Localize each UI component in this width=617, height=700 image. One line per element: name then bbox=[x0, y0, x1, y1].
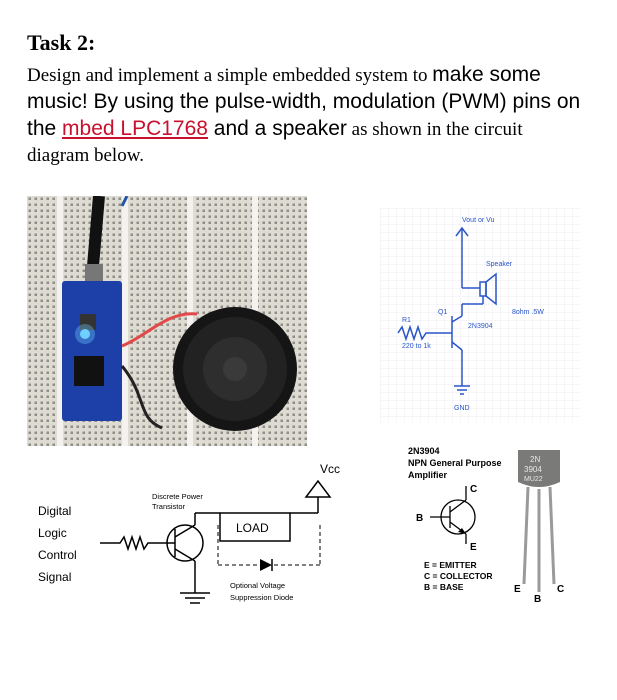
package-text-1: 2N bbox=[530, 455, 540, 464]
task-title: Task 2: bbox=[27, 30, 96, 55]
transistor-pinout: 2N3904 NPN General Purpose Amplifier C B… bbox=[408, 446, 564, 605]
task-description: Design and implement a simple embedded s… bbox=[27, 63, 581, 166]
rval-label: 220 to 1k bbox=[402, 343, 431, 350]
pin-c: C bbox=[470, 484, 477, 495]
ohm-label: 8ohm .5W bbox=[512, 309, 544, 316]
signal-label-3: Control bbox=[38, 548, 77, 562]
gnd-label: GND bbox=[454, 405, 470, 412]
r1-label: R1 bbox=[402, 317, 411, 324]
switch-schematic: Vcc Discrete Power Transistor LOAD Optio… bbox=[38, 462, 340, 604]
circuit-diagram: Vout or Vu Speaker Q1 R1 2N3904 8ohm .5W… bbox=[380, 208, 580, 423]
leg-c: C bbox=[557, 584, 564, 595]
leg-b: B bbox=[534, 594, 541, 605]
package-text-3: MU22 bbox=[524, 476, 543, 483]
signal-label-4: Signal bbox=[38, 570, 71, 584]
signal-label-2: Logic bbox=[38, 526, 67, 540]
vcc-label: Vcc bbox=[320, 462, 340, 476]
diode-label-1: Optional Voltage bbox=[230, 581, 285, 590]
q1-label: Q1 bbox=[438, 309, 447, 316]
pin-b: B bbox=[416, 513, 423, 524]
diode-label-2: Suppression Diode bbox=[230, 593, 293, 602]
vout-label: Vout or Vu bbox=[462, 217, 495, 224]
transistor-label-2: Transistor bbox=[152, 502, 186, 511]
breadboard-photo bbox=[27, 196, 307, 446]
pinout-title: 2N3904 bbox=[408, 446, 440, 456]
mbed-link[interactable]: mbed LPC1768 bbox=[62, 117, 208, 140]
package-text-2: 3904 bbox=[524, 465, 542, 474]
transistor-label-1: Discrete Power bbox=[152, 492, 203, 501]
pinout-desc-1: NPN General Purpose bbox=[408, 458, 502, 468]
pin-e: E bbox=[470, 542, 477, 553]
part-label: 2N3904 bbox=[468, 323, 493, 330]
pinout-desc-2: Amplifier bbox=[408, 470, 448, 480]
speaker-label: Speaker bbox=[486, 261, 513, 268]
leg-e: E bbox=[514, 584, 521, 595]
legend-collector: C = COLLECTOR bbox=[424, 571, 493, 581]
legend-base: B = BASE bbox=[424, 582, 464, 592]
legend-emitter: E = EMITTER bbox=[424, 560, 477, 570]
load-label: LOAD bbox=[236, 521, 269, 535]
signal-label-1: Digital bbox=[38, 504, 71, 518]
